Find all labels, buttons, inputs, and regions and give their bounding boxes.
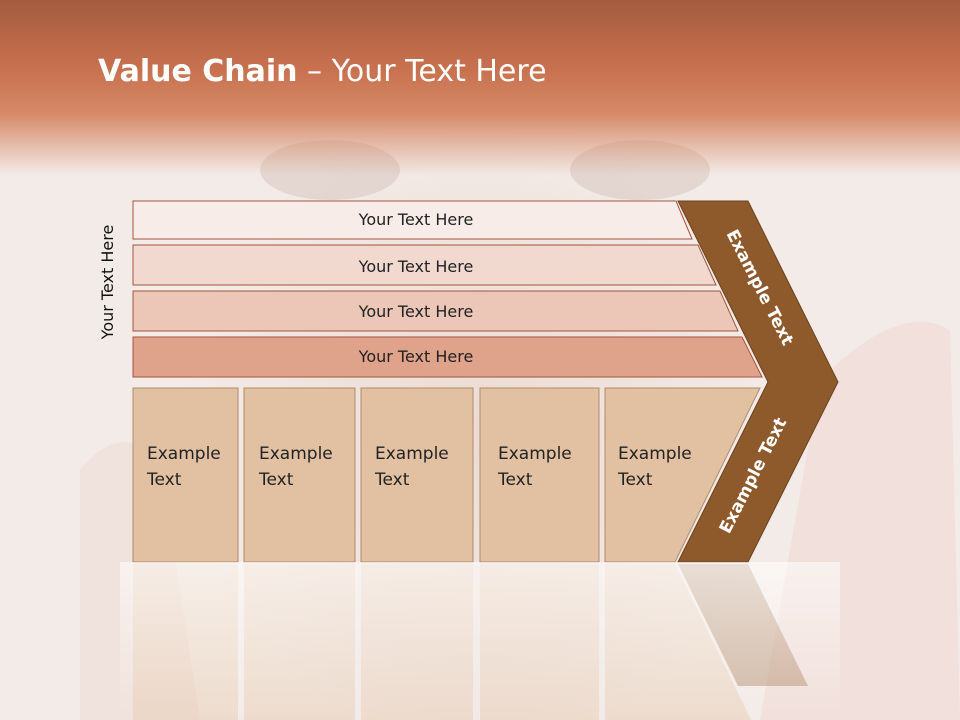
row-2[interactable] (132, 244, 717, 286)
row-3[interactable] (132, 290, 739, 332)
box-3-line1: Example (375, 444, 449, 464)
box-3[interactable] (360, 387, 474, 563)
box-1-line1: Example (147, 444, 221, 464)
box-1[interactable] (132, 387, 239, 563)
row-4-label: Your Text Here (358, 347, 474, 366)
box-2-line2: Text (258, 470, 294, 490)
page-title: Value Chain – Your Text Here (98, 54, 547, 89)
title-bold: Value Chain (98, 54, 298, 89)
row-1-label: Your Text Here (358, 210, 474, 229)
box-3-line2: Text (374, 470, 410, 490)
row-1[interactable] (132, 200, 693, 240)
box-4-line1: Example (498, 444, 572, 464)
box-1-line2: Text (146, 470, 182, 490)
reflection-fade (120, 562, 840, 720)
header-band (0, 0, 960, 175)
boxes-group: Example Text Example Text Example Text E… (132, 387, 761, 563)
title-rest: – Your Text Here (297, 54, 547, 89)
box-5-line1: Example (618, 444, 692, 464)
row-3-label: Your Text Here (358, 302, 474, 321)
box-4-line2: Text (497, 470, 533, 490)
rows-group: Your Text Here Your Text Here Your Text … (132, 200, 763, 378)
row-2-label: Your Text Here (358, 257, 474, 276)
box-5-line2: Text (617, 470, 653, 490)
box-4[interactable] (479, 387, 600, 563)
row-4[interactable] (132, 336, 763, 378)
box-2-line1: Example (259, 444, 333, 464)
